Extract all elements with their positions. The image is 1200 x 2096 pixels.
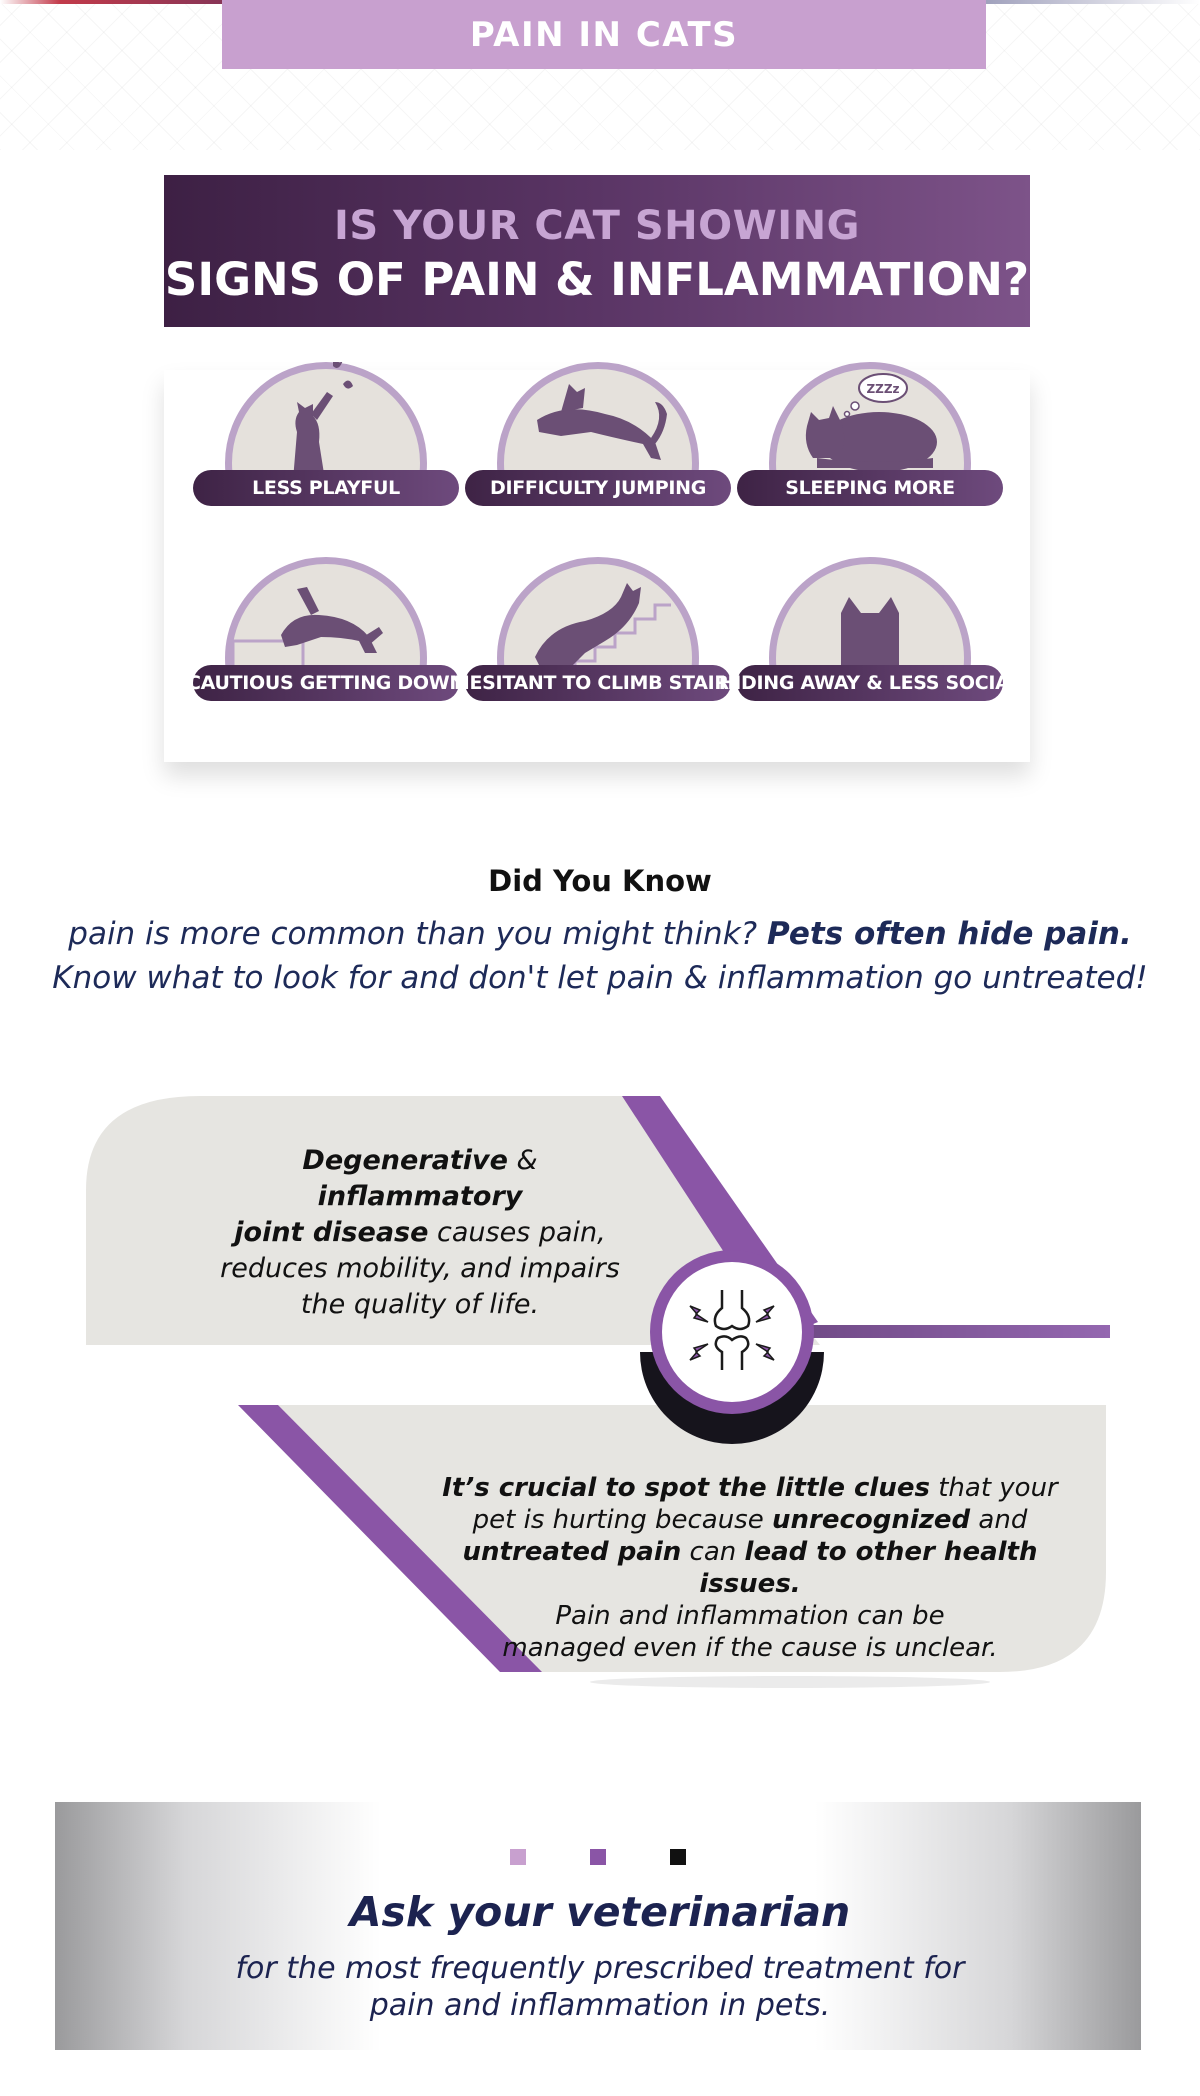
ask-vet-panel: [55, 1802, 1141, 2050]
signs-title-line1: IS YOUR CAT SHOWING: [334, 203, 860, 249]
did-you-know-title: Did You Know: [488, 864, 712, 898]
joint-disease-text: Degenerative & inflammatory joint diseas…: [220, 1145, 620, 1320]
ask-vet-body: for the most frequently prescribed treat…: [235, 1951, 965, 2023]
cat-climbing-stairs-icon: [535, 583, 671, 675]
top-panel: [86, 1096, 820, 1345]
page-title: PAIN IN CATS: [469, 14, 739, 55]
svg-text:ZZZz: ZZZz: [866, 382, 899, 396]
signs-title-line2: SIGNS OF PAIN & INFLAMMATION?: [164, 253, 1030, 306]
crucial-clues-text: It’s crucial to spot the little clues th…: [442, 1473, 1058, 1663]
page-title-banner: PAIN IN CATS: [222, 0, 986, 69]
sign-label: LESS PLAYFUL: [193, 470, 459, 506]
cat-sleeping-icon: ZZZz: [805, 373, 937, 472]
sign-hesitant-to-climb-stairs: HESITANT TO CLIMB STAIRS: [454, 557, 742, 709]
joint-pain-icon: [713, 1290, 751, 1370]
sign-less-playful: LESS PLAYFUL: [193, 362, 459, 514]
sign-difficulty-jumping: DIFFICULTY JUMPING: [465, 362, 731, 514]
sign-label: HIDING AWAY & LESS SOCIAL: [719, 665, 1022, 701]
decor-square-light: [510, 1849, 526, 1865]
signs-header: IS YOUR CAT SHOWING SIGNS OF PAIN & INFL…: [164, 175, 1030, 327]
cat-hiding-icon: [841, 597, 899, 677]
sign-label: SLEEPING MORE: [737, 470, 1003, 506]
bottom-panel: [278, 1405, 1106, 1672]
horizontal-band: [790, 1325, 1110, 1338]
joint-disease-graphic: [86, 1096, 1110, 1688]
decor-square-purple: [590, 1849, 606, 1865]
sign-label: CAUTIOUS GETTING DOWN: [187, 665, 465, 701]
sign-cautious-getting-down: CAUTIOUS GETTING DOWN: [187, 557, 465, 709]
sign-hiding-away: HIDING AWAY & LESS SOCIAL: [719, 557, 1022, 709]
sign-sleeping-more: ZZZz SLEEPING MORE: [737, 362, 1003, 514]
did-you-know-body: pain is more common than you might think…: [52, 916, 1148, 996]
cat-jumping-icon: [537, 384, 667, 460]
cat-stepping-down-icon: [231, 587, 383, 669]
sign-label: HESITANT TO CLIMB STAIRS: [454, 665, 742, 701]
decor-square-black: [670, 1849, 686, 1865]
ask-vet-title: Ask your veterinarian: [349, 1888, 851, 1936]
sign-label: DIFFICULTY JUMPING: [465, 470, 731, 506]
cat-playing-butterfly-icon: [293, 362, 353, 480]
bottom-diagonal-band: [238, 1405, 542, 1672]
